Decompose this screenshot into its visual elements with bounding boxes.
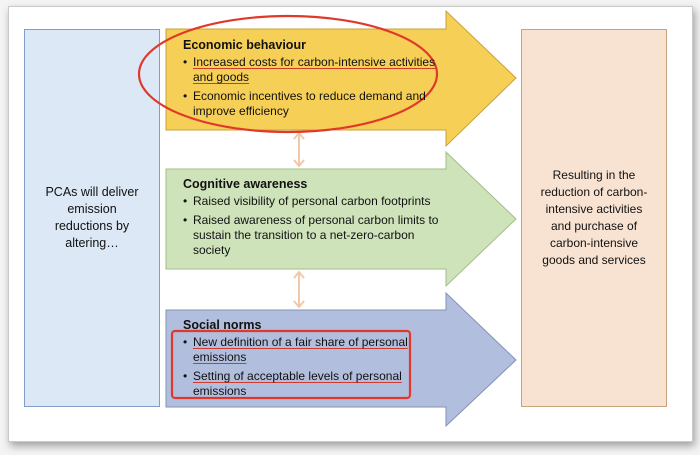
social-title: Social norms [183,318,262,332]
cognitive-item: Raised awareness of personal carbon limi… [183,213,453,258]
economic-item: Increased costs for carbon-intensive act… [183,55,453,85]
cognitive-awareness-block: Cognitive awareness Raised visibility of… [183,177,453,262]
cognitive-title: Cognitive awareness [183,177,308,191]
economic-item: Economic incentives to reduce demand and… [183,89,453,119]
right-text: Resulting in the reduction of carbon-int… [540,168,648,267]
social-item: Setting of acceptable levels of personal… [183,369,413,399]
economic-behaviour-block: Economic behaviour Increased costs for c… [183,38,453,123]
cognitive-item: Raised visibility of personal carbon foo… [183,194,453,209]
connector-top [293,131,305,168]
social-norms-block: Social norms New definition of a fair sh… [183,318,413,403]
economic-title: Economic behaviour [183,38,306,52]
right-box: Resulting in the reduction of carbon-int… [521,29,667,407]
left-box: PCAs will deliver emission reductions by… [24,29,160,407]
connector-bottom [293,270,305,309]
left-text: PCAs will deliver emission reductions by… [45,185,139,250]
social-item: New definition of a fair share of person… [183,335,413,365]
